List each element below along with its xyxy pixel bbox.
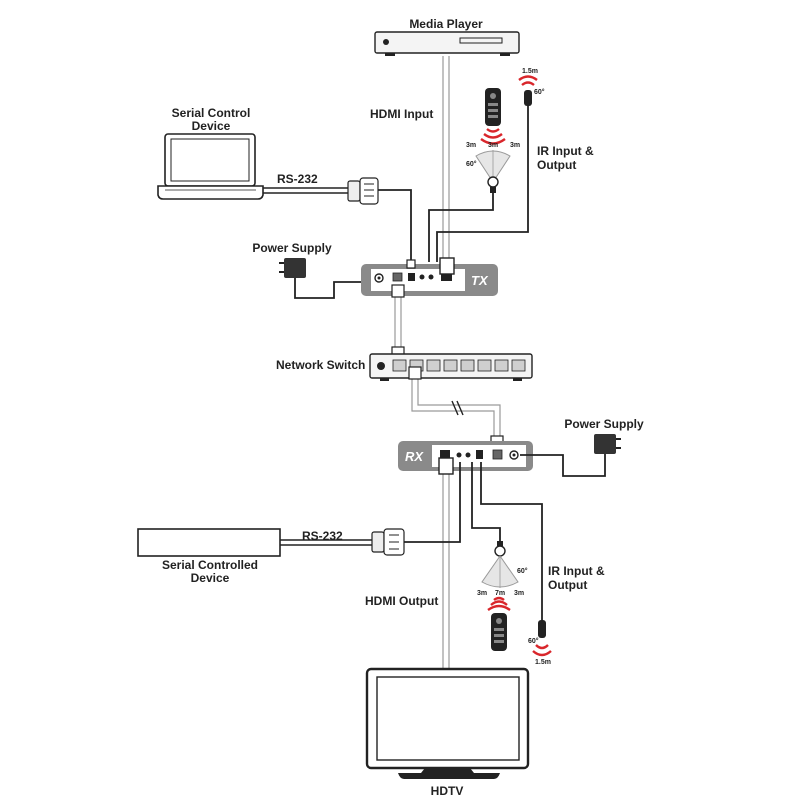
hdtv xyxy=(365,667,530,779)
ir-receiver-cable-tx xyxy=(428,193,494,262)
rs232-connector-tx xyxy=(347,177,379,205)
serial-controlled-label: Serial Controlled xyxy=(162,558,258,572)
rx-receiver-angle: 60° xyxy=(517,567,528,575)
tx-receiver-range-left: 3m xyxy=(466,142,476,149)
remote-control-icon xyxy=(485,88,501,126)
power-supply-tx-label: Power Supply xyxy=(252,241,332,255)
rx-receiver-range-right: 3m xyxy=(514,590,524,597)
serial-controlled-device xyxy=(137,528,281,557)
serial-control-label-2: Device xyxy=(192,119,231,133)
ir-rx-label-1: IR Input & xyxy=(548,564,605,578)
power-supply-rx-label: Power Supply xyxy=(564,417,644,431)
tx-receiver-range-right: 3m xyxy=(510,142,520,149)
ir-tx-label-2: Output xyxy=(537,158,576,172)
rx-unit xyxy=(398,441,533,471)
rs232-rx-cable xyxy=(280,462,461,546)
power-supply-adapter-rx xyxy=(520,434,621,477)
media-player xyxy=(374,31,520,56)
hdmi-connector-tx xyxy=(439,257,455,275)
media-player-label: Media Player xyxy=(409,17,483,31)
remote-control-icon-rx xyxy=(491,613,507,651)
hdmi-output-label: HDMI Output xyxy=(365,594,438,608)
ir-emitter-head-rx xyxy=(538,620,546,638)
rx-emitter-angle: 60° xyxy=(528,637,539,645)
rs232-rx-label: RS-232 xyxy=(302,529,343,543)
rs232-tx-label: RS-232 xyxy=(277,172,318,186)
laptop xyxy=(157,133,264,200)
serial-control-label: Serial Control xyxy=(172,106,251,120)
ir-rx-label-2: Output xyxy=(548,578,587,592)
tx-receiver-angle: 60° xyxy=(466,160,477,168)
serial-controlled-label-2: Device xyxy=(191,571,230,585)
hdtv-label: HDTV xyxy=(431,784,464,798)
rs232-tx-cable xyxy=(263,187,412,262)
ethernet-cable-tx xyxy=(391,284,405,360)
network-switch-label: Network Switch xyxy=(276,358,365,372)
rx-receiver-range-left: 3m xyxy=(477,590,487,597)
ir-emitter-cable-rx xyxy=(480,462,543,620)
ir-tx-label-1: IR Input & xyxy=(537,144,594,158)
hdmi-output-cable xyxy=(438,457,454,668)
ethernet-cable-rx xyxy=(408,366,504,449)
ir-signal-icon-rx xyxy=(487,596,511,611)
ir-emitter-icon-rx xyxy=(532,644,552,657)
tx-receiver-range-mid: 3m xyxy=(488,142,498,149)
rs232-connector-rx xyxy=(371,528,405,556)
ir-emitter-icon xyxy=(518,75,538,86)
rs232-plug-tx xyxy=(406,259,416,269)
network-switch xyxy=(369,353,533,381)
power-supply-adapter-tx xyxy=(279,258,375,299)
hdmi-input-cable xyxy=(442,56,450,258)
ir-receiver-fan xyxy=(475,150,511,193)
rx-unit-label: RX xyxy=(405,449,424,464)
ir-receiver-fan-rx xyxy=(481,541,519,588)
rx-receiver-range-mid: 7m xyxy=(495,590,505,597)
tx-emitter-angle: 60° xyxy=(534,88,545,96)
tx-unit-label: TX xyxy=(471,273,489,288)
hdmi-input-label: HDMI Input xyxy=(370,107,433,121)
ir-signal-icon xyxy=(480,128,506,145)
tx-emitter-distance: 1.5m xyxy=(522,68,538,75)
ir-emitter-head xyxy=(524,90,532,106)
rx-emitter-distance: 1.5m xyxy=(535,659,551,666)
ir-receiver-cable-rx xyxy=(471,462,501,544)
ir-emitter-cable-tx xyxy=(436,106,529,262)
